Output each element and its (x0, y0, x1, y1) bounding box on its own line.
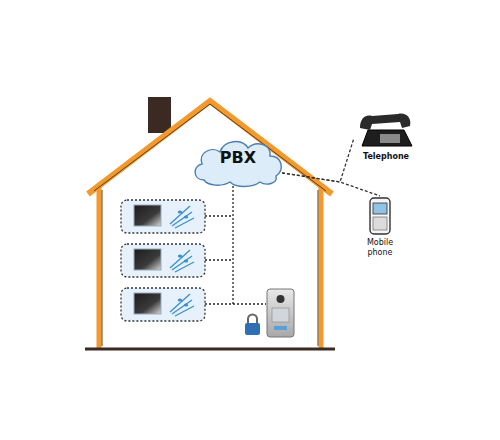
monitor-screen (134, 249, 161, 270)
telephone-handset (360, 114, 410, 130)
telephone-node: Telephone (350, 108, 422, 168)
monitor-frame (121, 288, 205, 321)
audio-icon (178, 210, 182, 213)
audio-icon (178, 254, 182, 257)
node-label: Mobile phone (362, 238, 398, 258)
monitor-unit (121, 200, 205, 233)
node-label: Telephone (350, 152, 422, 162)
lock-shackle (248, 315, 257, 324)
door-panel (267, 289, 294, 337)
ground-line (85, 348, 335, 351)
lock-icon (245, 315, 260, 335)
monitor-screen (134, 205, 161, 226)
mobile-body (370, 198, 390, 234)
network-link (282, 173, 380, 196)
mobile-node: Mobile phone (358, 196, 402, 262)
audio-icon (170, 294, 194, 316)
roof (88, 101, 332, 194)
pbx-cloud: PBX (190, 134, 286, 188)
telephone-base (362, 130, 412, 146)
monitor-unit (121, 288, 205, 321)
node-label: PBX (190, 149, 286, 167)
mobile-keypad (373, 217, 387, 230)
audio-icon (184, 215, 188, 218)
telephone-keypad (380, 134, 400, 143)
audio-icon (184, 303, 188, 306)
bus-wire (205, 186, 266, 304)
audio-icon (170, 206, 194, 228)
door-keypad (272, 308, 289, 322)
audio-icon (184, 259, 188, 262)
monitor-unit (121, 244, 205, 277)
chimney (148, 97, 171, 133)
audio-icon (178, 298, 182, 301)
monitor-frame (121, 200, 205, 233)
monitor-frame (121, 244, 205, 277)
wall (99, 186, 321, 348)
lock-body (245, 323, 260, 335)
mobile-screen (373, 203, 387, 214)
wall-line (102, 190, 318, 346)
audio-icon (170, 250, 194, 272)
roof-line (94, 104, 326, 191)
door-button (274, 326, 287, 330)
indoor-monitors (121, 200, 205, 321)
door-station (267, 289, 294, 337)
door-camera (277, 295, 285, 303)
network-link (282, 138, 354, 182)
monitor-screen (134, 293, 161, 314)
